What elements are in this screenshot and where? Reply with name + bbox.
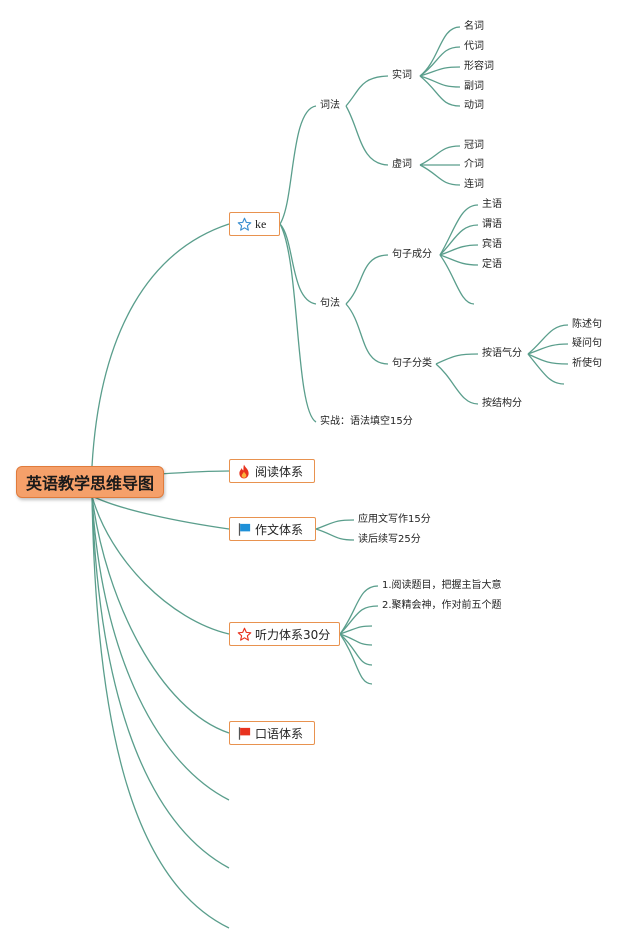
edge-jufa-fenlei xyxy=(345,303,389,365)
red-flag-icon xyxy=(236,725,252,741)
leaf-guanci[interactable]: 冠词 xyxy=(464,140,484,151)
branch-zuowen-label: 作文体系 xyxy=(255,522,304,537)
branch-yuedu[interactable]: 阅读体系 xyxy=(229,459,315,483)
leaf-lianci[interactable]: 连词 xyxy=(464,179,484,190)
edge-ke-jufa xyxy=(279,223,317,305)
edge-cifa-shici xyxy=(345,75,389,107)
leaf-tingli-2[interactable]: 2.聚精会神，作对前五个题 xyxy=(382,600,502,611)
node-shici[interactable]: 实词 xyxy=(392,70,412,81)
edge-ke-cifa xyxy=(279,105,317,225)
edge-cifa-xuci xyxy=(345,105,389,166)
node-cifa[interactable]: 词法 xyxy=(320,100,340,111)
leaf-xingrongci[interactable]: 形容词 xyxy=(464,61,494,72)
node-juzi-fenlei[interactable]: 句子分类 xyxy=(392,358,432,369)
branch-yuedu-label: 阅读体系 xyxy=(255,464,304,479)
leaf-zhuyu[interactable]: 主语 xyxy=(482,199,502,210)
branch-kouyu[interactable]: 口语体系 xyxy=(229,721,315,745)
leaf-weiyu[interactable]: 谓语 xyxy=(482,219,502,230)
edge-root-tingli xyxy=(91,495,230,635)
node-anyuqi[interactable]: 按语气分 xyxy=(482,348,522,359)
branch-ke[interactable]: ke xyxy=(229,212,280,236)
root-label: 英语教学思维导图 xyxy=(25,474,154,493)
edge-root-ke xyxy=(91,223,230,467)
leaf-fuci[interactable]: 副词 xyxy=(464,81,484,92)
node-xuci[interactable]: 虚词 xyxy=(392,159,412,170)
leaf-yiwenju[interactable]: 疑问句 xyxy=(572,338,602,349)
leaf-qishiju[interactable]: 祈使句 xyxy=(572,358,602,369)
edge-root-kouyu xyxy=(91,495,230,734)
root-node[interactable]: 英语教学思维导图 xyxy=(16,466,164,498)
leaf-duhouxuxie[interactable]: 读后续写25分 xyxy=(358,534,421,545)
edge-root-empty-1 xyxy=(91,495,230,801)
node-juzi-chengfen[interactable]: 句子成分 xyxy=(392,249,432,260)
edge-jufa-chengfen xyxy=(345,254,389,305)
leaf-yingyongwen[interactable]: 应用文写作15分 xyxy=(358,514,431,525)
edge-root-zuowen xyxy=(91,495,230,530)
star-outline-red-icon xyxy=(236,626,252,642)
edge-root-empty-2 xyxy=(91,495,230,869)
leaf-chenshuju[interactable]: 陈述句 xyxy=(572,319,602,330)
edge-root-empty-3 xyxy=(91,495,230,929)
branch-kouyu-label: 口语体系 xyxy=(255,726,304,741)
node-shizhan[interactable]: 实战：语法填空15分 xyxy=(320,416,413,427)
leaf-dongci[interactable]: 动词 xyxy=(464,100,484,111)
leaf-jieci[interactable]: 介词 xyxy=(464,159,484,170)
star-outline-blue-icon xyxy=(236,216,252,232)
edge-ke-shizhan xyxy=(279,223,317,423)
leaf-dingyu[interactable]: 定语 xyxy=(482,259,502,270)
branch-zuowen[interactable]: 作文体系 xyxy=(229,517,316,541)
node-anjiegou[interactable]: 按结构分 xyxy=(482,398,522,409)
edge-root-yuedu xyxy=(159,470,230,475)
branch-tingli[interactable]: 听力体系30分 xyxy=(229,622,340,646)
fire-icon xyxy=(236,463,252,479)
leaf-daici[interactable]: 代词 xyxy=(464,41,484,52)
leaf-mingci[interactable]: 名词 xyxy=(464,21,484,32)
node-jufa[interactable]: 句法 xyxy=(320,298,340,309)
blue-flag-icon xyxy=(236,521,252,537)
branch-ke-label: ke xyxy=(255,216,267,231)
leaf-tingli-1[interactable]: 1.阅读题目，把握主旨大意 xyxy=(382,580,502,591)
leaf-binyu[interactable]: 宾语 xyxy=(482,239,502,250)
branch-tingli-label: 听力体系30分 xyxy=(255,627,331,642)
